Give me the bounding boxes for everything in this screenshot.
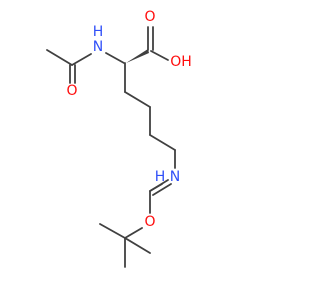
bond-carboxyl-hydroxyl [150,50,169,61]
acetyl-oxygen-label: O [66,83,77,99]
bond-tertbutyl-methyl-2 [99,223,126,239]
carbamate-nitrogen-label: N [170,169,180,185]
carboxyl-hydroxyl-label: OH [170,54,192,70]
bond-acetyl-nitrogen [71,53,92,66]
bond-carbamate-carbonyl [149,179,169,192]
bond-alpha-carboxyl-wedge [126,49,149,63]
molecule-canvas: N H O O OH N H O O [46,9,192,268]
amide-hydrogen-label: H [93,24,104,40]
bond-carbamate-carbonyl-2 [152,183,172,196]
bond-tertbutyl-methyl-3 [124,237,151,254]
bond-beta-gamma [124,91,151,108]
carboxyl-carbonyl-oxygen-label: O [144,9,155,25]
bond-acetyl-methyl [46,49,73,66]
bond-ether-tertbutyl [124,227,143,239]
bond-delta-epsilon [149,134,176,151]
bond-nitrogen-alpha [105,52,125,64]
carbamate-ether-oxygen-label: O [144,214,155,230]
amide-nitrogen-label: N [93,39,103,55]
structure-diagram: N H O O OH N H O O [46,9,192,268]
carbamate-hydrogen-label: H [155,169,166,185]
